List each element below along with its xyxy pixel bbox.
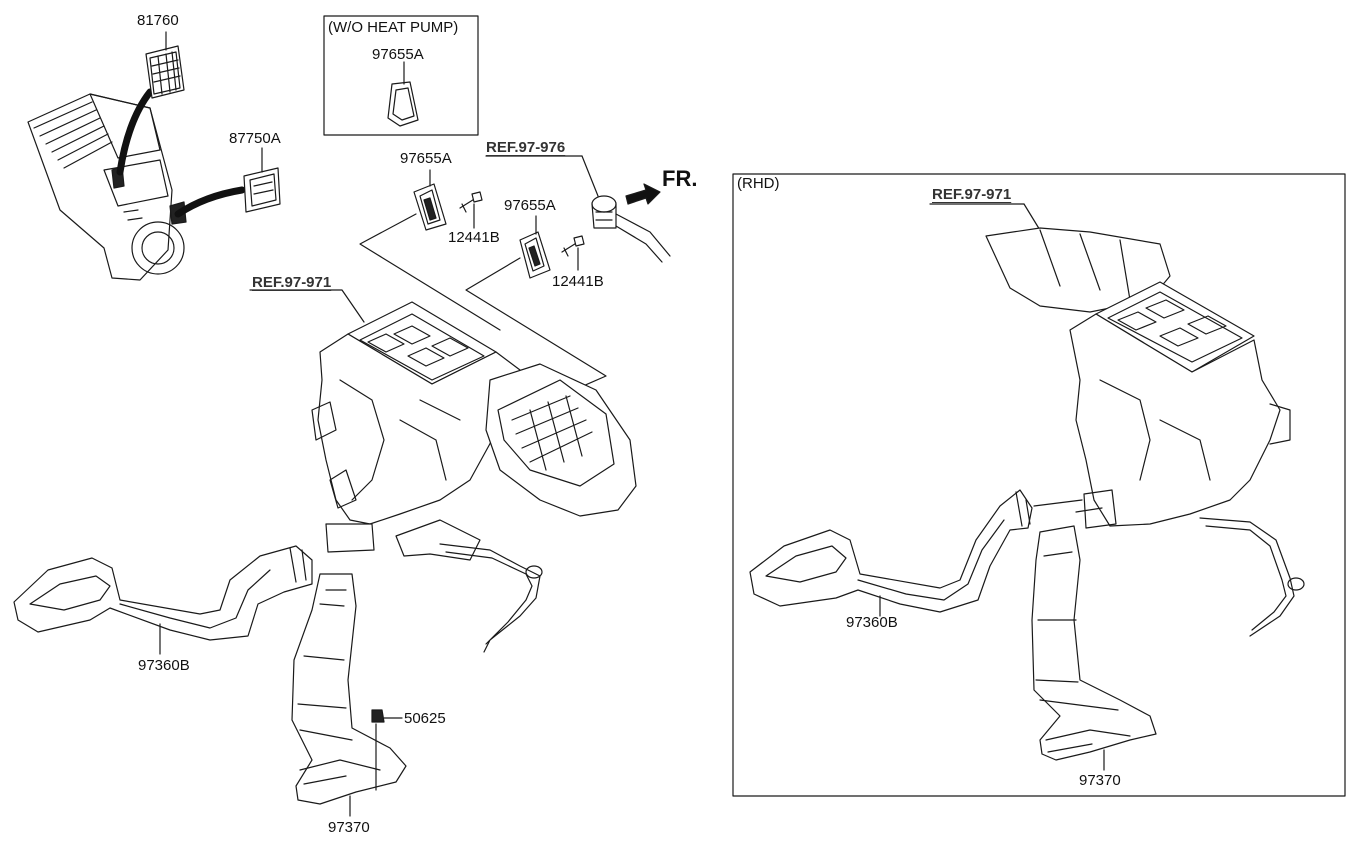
part-12441B-bolt-1 — [459, 191, 483, 229]
label-ref-97-976: REF.97-976 — [486, 139, 566, 156]
label-rhd: (RHD) — [737, 175, 780, 192]
hvac-unit-left — [249, 289, 637, 653]
part-97370-duct-left — [291, 573, 407, 817]
part-81760-vent — [145, 31, 185, 99]
label-wo-heat-pump: (W/O HEAT PUMP) — [328, 19, 459, 36]
label-97370-left: 97370 — [328, 819, 370, 836]
part-97360B-duct-left — [13, 545, 313, 655]
leader-87750A — [174, 186, 246, 218]
label-87750A: 87750A — [229, 130, 281, 147]
label-97360B-left: 97360B — [138, 657, 190, 674]
hvac-unit-right — [929, 203, 1305, 637]
label-ref-97-971-left: REF.97-971 — [252, 274, 332, 291]
part-12441B-bolt-2 — [561, 235, 585, 271]
part-97655A-gasket-1 — [413, 169, 447, 231]
label-50625: 50625 — [404, 710, 446, 727]
ref-97-976-valve — [485, 155, 671, 263]
label-97655A-box: 97655A — [372, 46, 424, 63]
front-direction-arrow — [625, 183, 661, 205]
label-97655A-2: 97655A — [504, 197, 556, 214]
label-12441B-1: 12441B — [448, 229, 500, 246]
part-97655A-gasket-2 — [519, 215, 551, 279]
leader-81760 — [116, 88, 154, 176]
label-12441B-2: 12441B — [552, 273, 604, 290]
label-97370-right: 97370 — [1079, 772, 1121, 789]
wo-heat-pump-box — [323, 15, 479, 136]
label-front: FR. — [662, 166, 698, 191]
label-97655A-1: 97655A — [400, 150, 452, 167]
label-ref-97-971-right: REF.97-971 — [932, 186, 1012, 203]
vehicle-rear-illustration — [27, 93, 187, 281]
part-97370-duct-right — [1031, 507, 1157, 771]
label-97360B-right: 97360B — [846, 614, 898, 631]
part-97655A-gasket-box — [387, 61, 419, 127]
rhd-box — [732, 173, 1346, 797]
part-87750A-cover — [243, 147, 281, 213]
part-97360B-duct-right — [749, 489, 1083, 617]
label-81760: 81760 — [137, 12, 179, 29]
